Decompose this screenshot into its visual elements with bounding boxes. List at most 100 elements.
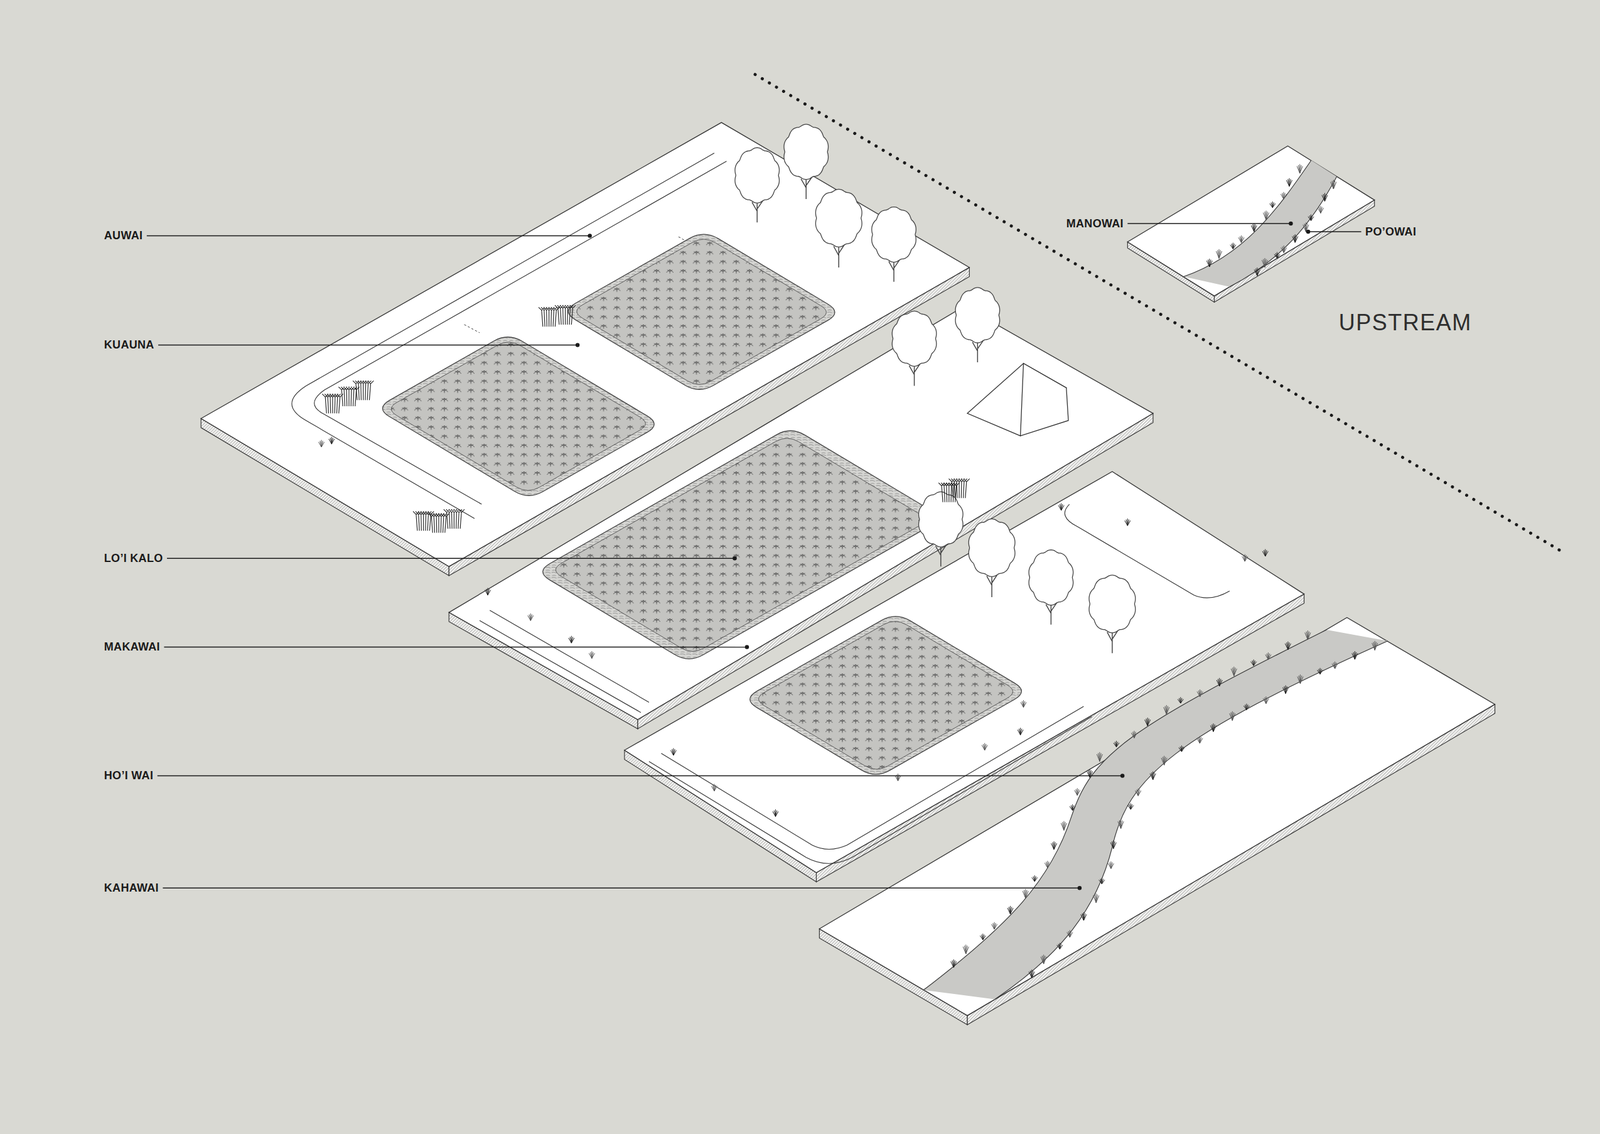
leader-line [163,646,747,648]
leader-dot [1288,221,1294,226]
grass-tuft [1113,740,1120,747]
grass-tuft [1297,674,1304,684]
leader-line [1127,222,1291,224]
field-water [555,438,924,651]
grass-tuft [772,809,779,817]
grass-tuft [1074,787,1081,795]
grass-tuft [1007,905,1014,914]
grass-tuft [1269,201,1276,208]
tree [955,287,1000,363]
grass-tuft [1210,723,1216,732]
field-wall [568,234,835,390]
grass-tuft [1080,912,1087,921]
grass-tuft [1265,652,1272,660]
grass-tuft [1242,554,1248,562]
grass-tuft [1020,699,1027,707]
grass-tuft [1028,969,1035,978]
grass-tuft [527,613,534,621]
grass-tuft [485,587,491,595]
grass-tuft [1149,771,1156,780]
leader-line [162,886,1080,888]
grass-tuft [1280,192,1287,199]
slab-top [1127,145,1375,296]
field-wall [382,337,655,496]
grass-tuft [1107,861,1114,869]
leader-line [157,775,1123,776]
tree [871,207,917,282]
grass-tuft [1099,877,1105,884]
tree [968,518,1015,597]
grass-tuft [1283,685,1289,694]
tree-canopy [1028,549,1074,606]
grass-tuft [1031,875,1038,882]
grass-tuft [1251,223,1257,232]
leader-dot [1120,773,1125,778]
leader-dot [745,644,750,650]
grass-tuft [1292,234,1299,243]
grass-tuft [328,436,335,444]
part-label: MAKAWAI [104,640,161,654]
kuauna-plant [443,509,465,529]
kuauna-plant [428,513,449,533]
field-water [576,239,827,385]
grass-tuft [1352,650,1358,660]
grass-tuft [1372,640,1378,651]
grass-tuft [1286,178,1292,187]
grass-tuft [1110,839,1117,849]
part-label: MANOWAI [1066,217,1124,231]
grass-tuft [1067,929,1073,937]
grass-tuft [1308,214,1314,221]
grass-tuft [1317,667,1324,675]
leader-line [146,235,591,237]
grass-tuft [1263,210,1270,220]
grass-tuft [1330,179,1337,189]
grass-tuft [1057,942,1063,950]
grass-tuft [962,944,969,954]
grass-tuft [1321,192,1328,201]
leader-dot [732,556,737,561]
grass-tuft [1197,689,1203,697]
grass-tuft [981,742,988,750]
kuauna-plant [413,510,434,531]
grass-tuft [1261,257,1268,268]
grass-tuft [1093,893,1100,903]
shelter [967,363,1069,436]
part-label: HO’I WAI [104,768,154,783]
tree [783,124,829,199]
shelter-end [1020,363,1069,436]
grass-tuft [1060,821,1067,831]
grass-tuft [318,440,325,447]
grass-tuft [1051,841,1058,850]
grass-tuft [1251,659,1257,666]
grass-tuft [1230,242,1236,250]
grass-tuft [1163,704,1170,715]
tree-canopy [815,188,862,247]
grass-tuft [1177,696,1184,704]
tree-canopy [891,310,937,366]
tree-canopy [783,124,829,180]
taro-field [382,337,655,496]
part-label: KUAUNA [104,338,155,352]
grass-tuft [1216,249,1223,259]
tree [1089,574,1136,654]
grass-tuft [1274,251,1280,258]
grass-tuft [1296,163,1303,174]
part-label: PO’OWAI [1365,225,1417,239]
grass-tuft [1144,717,1151,726]
region-label: UPSTREAM [1338,309,1472,336]
tree-canopy [1089,574,1136,633]
tree-canopy [968,518,1015,577]
tree-canopy [735,147,780,203]
kuauna-plant [538,306,560,327]
tree [891,310,937,386]
grass-tuft [1216,677,1223,687]
river-bank [1183,160,1312,277]
grass-tuft [1238,235,1245,243]
grass-tuft [1096,751,1103,762]
grass-tuft [1058,502,1064,510]
leader-dot [1306,229,1311,235]
kuauna-plant [554,305,576,325]
kuauna-plant [949,478,970,498]
grass-tuft [1229,711,1236,721]
